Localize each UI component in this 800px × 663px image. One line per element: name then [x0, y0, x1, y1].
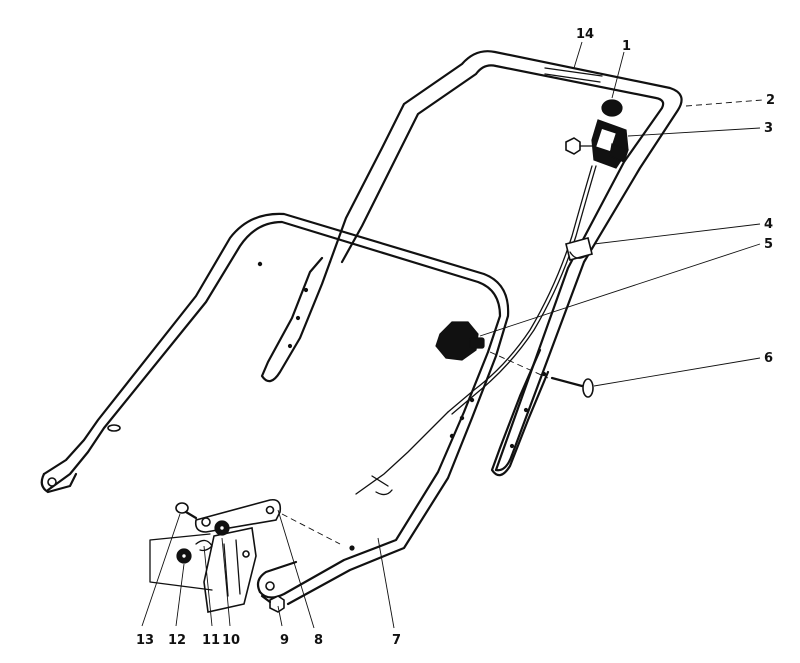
hardware-bolt-13: [175, 502, 198, 520]
callout-12: 12: [168, 633, 186, 648]
carriage-bolt: [550, 376, 594, 398]
cable-clip: [565, 237, 593, 261]
leader-lines: [141, 41, 763, 629]
callout-1: 1: [622, 39, 631, 54]
callout-3: 3: [764, 121, 773, 136]
callout-8: 8: [314, 633, 323, 648]
callout-4: 4: [764, 217, 773, 232]
callout-9: 9: [280, 633, 289, 648]
callout-6: 6: [764, 351, 773, 366]
upper-handle: [328, 50, 683, 472]
handle-bracket: [194, 498, 282, 533]
callout-labels: 14 1 2 3 4 5 6 7 8 9 10 11 12 13: [136, 27, 775, 648]
callout-13: 13: [136, 633, 154, 648]
lower-handle: [40, 212, 510, 606]
callout-10: 10: [222, 633, 240, 648]
callout-14: 14: [576, 27, 594, 42]
callout-11: 11: [202, 633, 220, 648]
upper-handle-lower-left-end: [260, 256, 332, 383]
upper-handle-lower-right-end: [490, 348, 550, 477]
handle-knob: [435, 321, 485, 361]
throttle-control: [591, 99, 629, 169]
hardware-clip-11: [195, 539, 213, 552]
callout-5: 5: [764, 237, 773, 252]
deck-bracket: [149, 527, 257, 613]
hardware-knob-12: [176, 548, 192, 564]
callout-7: 7: [392, 633, 401, 648]
hardware-nut-10: [214, 520, 230, 536]
callout-2: 2: [766, 93, 775, 108]
throttle-screw: [565, 137, 593, 155]
hardware-bolt-9: [260, 594, 285, 613]
throttle-cable: [355, 165, 597, 496]
